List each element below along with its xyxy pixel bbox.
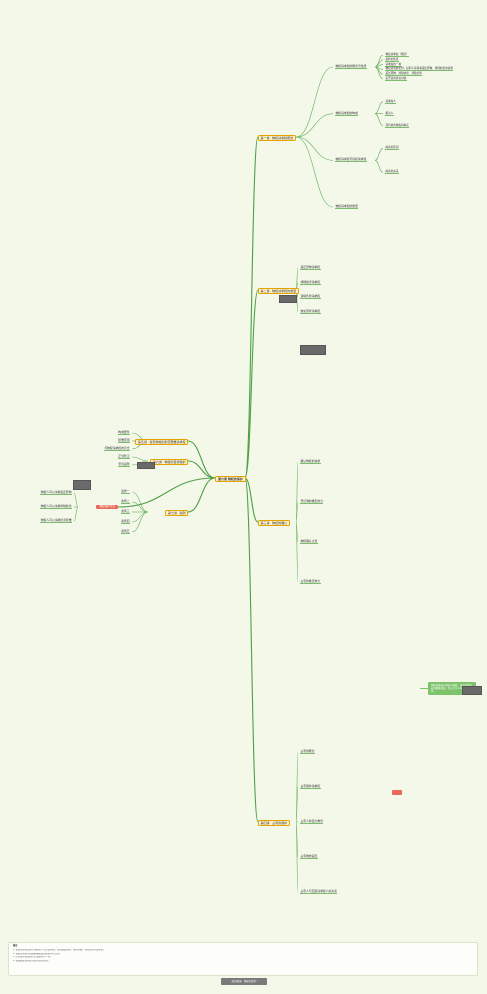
subtopic[interactable]: 物权确认之诉 [300, 539, 318, 544]
subtopic[interactable]: 恢复原状请求权 [300, 309, 321, 314]
connector-line [295, 501, 299, 523]
leaf-topic[interactable]: 物权请求权（概念） [385, 53, 410, 57]
notes-panel: 备注 1. 物权请求权是基于物权而产生的请求权，包括返还原物、排除妨害、消除危险… [8, 942, 478, 976]
leaf-topic[interactable]: 权利的性质 [385, 57, 399, 62]
note-line: 2. 物权请求权与侵权损害赔偿请求权可以并存。 [13, 952, 62, 955]
subtopic[interactable]: 紧急避险 [117, 462, 130, 467]
connector-line [374, 66, 384, 80]
highlight-marker [392, 790, 402, 795]
leaf-topic[interactable]: 是否适用诉讼时效 [385, 77, 407, 81]
subtopic[interactable]: 物权请求权与债权请求权 [335, 157, 367, 163]
subtopic[interactable]: 案例四 [120, 519, 130, 524]
subtopic[interactable]: 正当防卫 [117, 454, 130, 459]
footer-watermark: 知识框架 · 物权的保护 [221, 978, 267, 985]
subtopic[interactable]: 占有人与回复请求权人的关系 [300, 889, 338, 894]
leaf-topic[interactable]: 物权受到妨害时，权利人得请求返还原物、排除妨害的权利 [385, 67, 454, 72]
subtopic[interactable]: 赔偿范围 [117, 438, 130, 443]
notes-title: 备注 [13, 945, 18, 947]
subtopic[interactable]: 消除危险请求权 [300, 294, 321, 300]
subtopic[interactable]: 占有保护请求权 [300, 784, 321, 789]
connector-line [295, 786, 299, 823]
subtopic[interactable]: 物权人可以请求返还原物 [40, 490, 72, 495]
subtopic[interactable]: 物权请求权的类型 [335, 204, 359, 209]
connector-line [295, 136, 334, 208]
note-line: 1. 物权请求权是基于物权而产生的请求权，包括返还原物、排除妨害、消除危险等请求… [13, 949, 106, 952]
connector-line [187, 477, 216, 513]
subtopic[interactable]: 构成要件 [117, 430, 130, 435]
subtopic[interactable]: 排除妨害请求权 [300, 279, 321, 285]
connector-line [187, 460, 216, 479]
connector-line [295, 66, 334, 138]
subtopic[interactable]: 物权请求权的构成 [335, 110, 359, 116]
connector-line [131, 511, 149, 533]
connector-line [131, 491, 149, 513]
subtopic[interactable]: 确认物权的请求 [300, 459, 321, 464]
subtopic[interactable]: 占有的推定效力 [300, 579, 321, 584]
subtopic[interactable]: 物权人可以请求排除妨害 [40, 504, 72, 509]
subtopic[interactable]: 案例二 [120, 499, 130, 504]
connector-line [131, 511, 149, 523]
connector-line [73, 506, 79, 522]
connector-line [131, 501, 149, 513]
image-thumbnail[interactable] [137, 462, 155, 469]
connector-line [374, 64, 384, 68]
connector-line [187, 440, 216, 479]
connector-line [374, 160, 384, 173]
subtopic[interactable]: 案例五 [120, 529, 130, 534]
subtopic[interactable]: 案例三 [120, 509, 130, 514]
connector-line [244, 289, 259, 479]
connector-line [73, 492, 79, 508]
connector-line [244, 477, 259, 523]
connector-line [374, 148, 384, 161]
leaf-topic[interactable]: 两者的区别 [385, 146, 399, 151]
connector-line [374, 54, 384, 68]
subtopic[interactable]: 占有物的返还 [300, 854, 318, 859]
branch-topic[interactable]: 第六讲 · 物权的自我保护 [150, 459, 188, 465]
branch-topic[interactable]: 第四讲 · 占有的保护 [258, 820, 290, 826]
subtopic[interactable]: 物权请求权的概念与性质 [335, 64, 367, 69]
connector-line [295, 136, 334, 161]
branch-topic[interactable]: 第七讲 · 案例 [165, 510, 188, 516]
image-thumbnail[interactable] [300, 345, 326, 355]
connector-line [295, 113, 334, 138]
branch-topic[interactable]: 物权保护方法 [96, 505, 118, 509]
leaf-topic[interactable]: 请求权的一种 [385, 62, 402, 67]
subtopic[interactable]: 占有的概念 [300, 749, 315, 754]
connector-line [117, 477, 216, 508]
connector-line [374, 101, 384, 114]
leaf-topic[interactable]: 相对人 [385, 111, 394, 116]
leaf-topic[interactable]: 请求权人 [385, 99, 397, 104]
connector-line [374, 113, 384, 126]
branch-topic[interactable]: 第三讲 · 物权的确认 [258, 520, 290, 526]
subtopic[interactable]: 案例一 [120, 489, 130, 494]
leaf-topic[interactable]: 两者的关系 [385, 170, 399, 175]
subtopic[interactable]: 物权人可以请求损害赔偿 [40, 518, 72, 523]
leaf-topic[interactable]: 返还原物、排除妨害、消除危险 [385, 72, 423, 77]
image-thumbnail[interactable] [73, 480, 91, 490]
subtopic[interactable]: 返还原物请求权 [300, 265, 321, 270]
note-line: 4. 物权确认请求权不适用诉讼时效。 [13, 959, 51, 962]
subtopic[interactable]: 与物权请求权的竞合 [103, 446, 130, 451]
connector-line [295, 521, 299, 583]
leaf-topic[interactable]: 须有妨害物权的事实 [385, 123, 410, 128]
connector-line [131, 456, 149, 462]
subtopic[interactable]: 登记簿的推定效力 [300, 499, 324, 504]
connector-line [295, 821, 299, 893]
branch-topic[interactable]: 第一讲 · 物权请求权概述 [258, 135, 296, 141]
callout-connector [420, 688, 428, 689]
connector-line [244, 136, 259, 479]
root-topic[interactable]: 第六章 物权的保护 [215, 476, 246, 483]
image-thumbnail[interactable] [462, 686, 482, 695]
branch-topic[interactable]: 第五讲 · 侵害物权的损害赔偿请求权 [135, 439, 188, 445]
subtopic[interactable]: 占有人的自力救济 [300, 819, 324, 824]
image-thumbnail[interactable] [279, 295, 297, 303]
note-line: 3. 占有保护请求权的行使期间为一年。 [13, 956, 53, 959]
connector-line [244, 477, 259, 823]
branch-topic[interactable]: 第二讲 · 物权请求权的类型 [258, 288, 299, 294]
